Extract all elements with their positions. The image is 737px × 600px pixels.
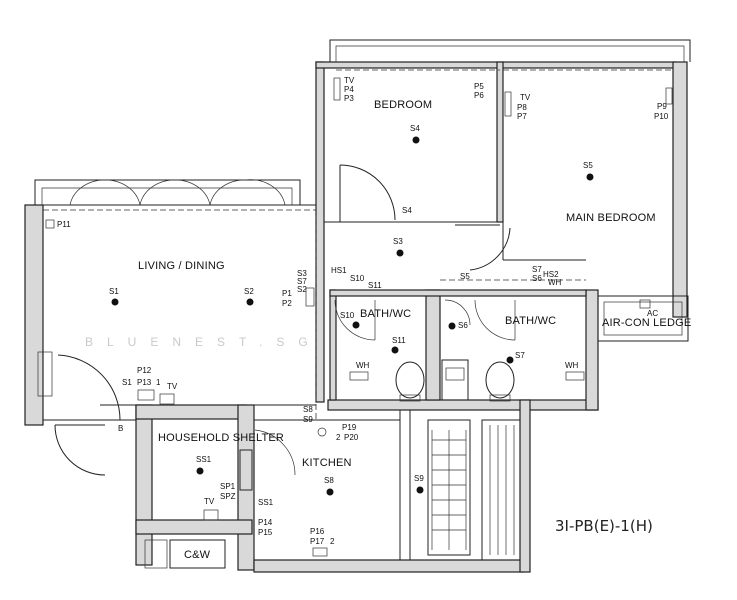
svg-text:S5: S5	[460, 272, 470, 281]
tag-ss1: SS1	[196, 455, 212, 464]
svg-text:SP1: SP1	[220, 482, 236, 491]
room-bedroom: BEDROOM	[374, 99, 432, 111]
svg-text:P7: P7	[517, 112, 527, 121]
tag-s9: S9	[414, 474, 424, 483]
drying-rack	[432, 430, 466, 550]
svg-text:HS2: HS2	[543, 270, 559, 279]
svg-text:TV: TV	[204, 497, 215, 506]
tag-s11: S11	[392, 336, 406, 345]
svg-text:P10: P10	[654, 112, 669, 121]
svg-text:S9: S9	[303, 415, 313, 424]
svg-text:S8: S8	[303, 405, 313, 414]
svg-text:P15: P15	[258, 528, 273, 537]
svg-text:P12: P12	[137, 366, 152, 375]
svg-text:S7: S7	[297, 277, 307, 286]
tag-s5: S5	[583, 161, 593, 170]
outline-lines	[34, 39, 691, 569]
walls	[24, 61, 688, 573]
svg-text:B: B	[118, 424, 123, 433]
svg-text:S2: S2	[297, 285, 307, 294]
room-bath-2: BATH/WC	[505, 315, 556, 327]
tag-s10: S10	[340, 311, 355, 320]
svg-text:HS1: HS1	[331, 266, 347, 275]
svg-text:TV: TV	[344, 76, 355, 85]
svg-text:S3: S3	[297, 269, 307, 278]
svg-text:S4: S4	[402, 206, 412, 215]
plan-code: 3I-PB(E)-1(H)	[555, 517, 653, 535]
svg-text:S7: S7	[532, 265, 542, 274]
svg-text:P2: P2	[282, 299, 292, 308]
room-labels: BEDROOM MAIN BEDROOM LIVING / DINING BAT…	[138, 99, 691, 561]
room-bath-1: BATH/WC	[360, 308, 411, 320]
svg-text:P11: P11	[57, 220, 71, 229]
svg-text:WH: WH	[548, 278, 562, 287]
tag-s7: S7	[515, 351, 525, 360]
svg-text:2: 2	[336, 433, 341, 442]
light-points: S4 S5 S3 S1 S2 S10 S11 S6 S7 SS1 S8 S9	[109, 124, 594, 496]
svg-text:P16: P16	[310, 527, 325, 536]
svg-text:SPZ: SPZ	[220, 492, 236, 501]
svg-text:WH: WH	[356, 361, 370, 370]
svg-text:P6: P6	[474, 91, 484, 100]
svg-text:P8: P8	[517, 103, 527, 112]
svg-text:P19: P19	[342, 423, 357, 432]
svg-text:AC: AC	[647, 309, 658, 318]
svg-text:S11: S11	[368, 281, 382, 290]
tag-s3: S3	[393, 237, 403, 246]
tag-s6: S6	[458, 321, 468, 330]
tag-s1: S1	[109, 287, 119, 296]
svg-text:P17: P17	[310, 537, 325, 546]
room-household-shelter: HOUSEHOLD SHELTER	[158, 432, 284, 444]
svg-text:S1: S1	[122, 378, 132, 387]
svg-text:S6: S6	[532, 274, 542, 283]
svg-text:2: 2	[330, 537, 335, 546]
svg-text:TV: TV	[167, 382, 178, 391]
room-kitchen: KITCHEN	[302, 457, 352, 469]
room-cw: C&W	[184, 549, 211, 561]
svg-text:P13: P13	[137, 378, 152, 387]
svg-text:P3: P3	[344, 94, 354, 103]
tag-s2: S2	[244, 287, 254, 296]
svg-text:P4: P4	[344, 85, 354, 94]
room-main-bedroom: MAIN BEDROOM	[566, 212, 656, 224]
wall-point-tags: TV P4 P3 P5 P6 TV P8 P7 P9 P10 P11 S4 S3…	[45, 76, 673, 557]
room-living-dining: LIVING / DINING	[138, 260, 225, 272]
doors-windows	[37, 164, 516, 491]
svg-text:WH: WH	[565, 361, 579, 370]
svg-text:P5: P5	[474, 82, 484, 91]
svg-text:P1: P1	[282, 289, 292, 298]
tag-s8: S8	[324, 476, 334, 485]
svg-text:SS1: SS1	[258, 498, 274, 507]
svg-text:TV: TV	[520, 93, 531, 102]
svg-text:P9: P9	[657, 102, 667, 111]
watermark: BLUENEST.SG	[85, 335, 322, 349]
svg-text:S10: S10	[350, 274, 365, 283]
svg-text:P20: P20	[344, 433, 359, 442]
svg-text:P14: P14	[258, 518, 273, 527]
room-aircon-ledge: AIR-CON LEDGE	[602, 317, 691, 329]
tag-s4: S4	[410, 124, 420, 133]
svg-text:1: 1	[156, 378, 161, 387]
